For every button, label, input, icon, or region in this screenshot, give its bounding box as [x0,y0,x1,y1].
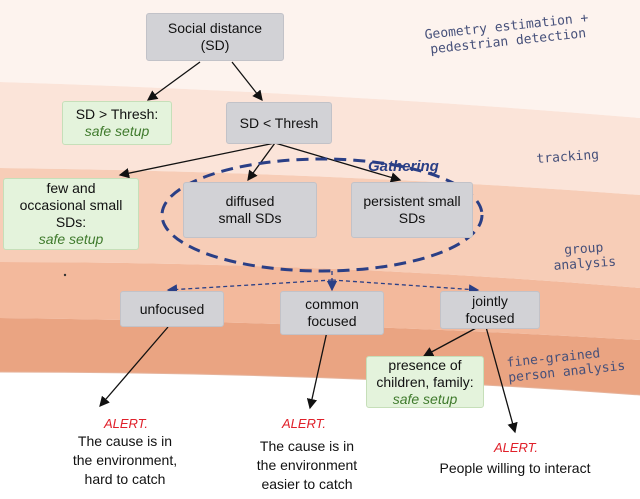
edge-presence [422,326,479,357]
edge-persistent [274,142,402,183]
edge-outcome-2 [306,326,329,410]
band-group [0,168,640,288]
node-sd-greater: SD > Thresh:safe setup [62,101,172,145]
outcome-1-alert: ALERT. [103,416,149,431]
outcome-2-alert: ALERT. [281,416,327,431]
edge-sd-greater [146,61,201,101]
edge-outcome-3 [485,326,518,434]
outcome-3-alert: ALERT. [493,440,539,455]
edge-few-small [118,142,276,179]
node-unfocused: unfocused [120,291,224,327]
outcome-3-text: People willing to interact [439,460,591,476]
node-social-distance: Social distance(SD) [146,13,284,61]
edge-diffused [247,142,276,182]
node-few-small: few and occasional small SDs: safe setup [3,178,139,250]
node-presence: presence of children, family: safe setup [366,356,484,408]
node-sd-less: SD < Thresh [226,102,332,144]
edge-unfocused [166,279,333,295]
edge-outcome-1 [99,326,169,407]
gathering-label: Gathering [368,158,439,175]
edge-sd-less [231,61,263,102]
edge-jointly [331,279,480,295]
gathering-ellipse [160,157,484,273]
